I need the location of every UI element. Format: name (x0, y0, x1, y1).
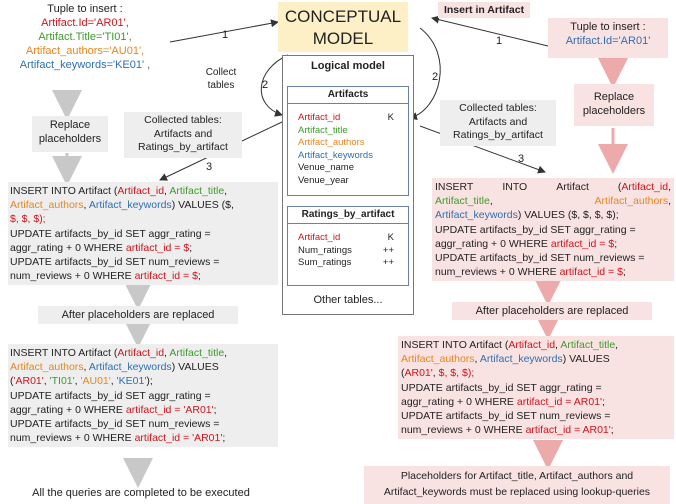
step-2-right: 2 (432, 71, 439, 83)
right-collected-line2: Artifacts and (468, 115, 528, 128)
right-sql-replaced-block: INSERT INTO Artifact (Artifact_id, Artif… (398, 336, 674, 440)
artifacts-table-row: Artifact_keywords (288, 150, 408, 163)
ratings-table-key: K (387, 232, 394, 243)
ratings-table-row: Artifact_id K (288, 232, 408, 245)
artifacts-table-field: Artifact_authors (298, 137, 365, 149)
left-tuple-keywords: Artifact_keywords='KE01' , (19, 59, 151, 71)
artifacts-table-field: Venue_name (298, 162, 354, 174)
step-1-right: 1 (496, 35, 503, 47)
left-collect-label: Collect tables (198, 66, 244, 92)
artifacts-table-key: K (387, 112, 394, 123)
artifacts-table-name: Artifacts (288, 87, 408, 104)
right-tuple-box: Tuple to insert : Artifact.Id='AR01' (548, 18, 668, 58)
ratings-table-key: ++ (382, 257, 394, 269)
left-collected-line1: Collected tables: (144, 114, 222, 126)
artifacts-table-row: Venue_year (288, 175, 408, 188)
right-after-box: After placeholders are replaced (452, 302, 652, 320)
left-replace-box: Replace placeholders (32, 116, 108, 152)
left-sql-placeholder-block: INSERT INTO Artifact (Artifact_id, Artif… (8, 182, 278, 286)
right-collected-line1: Collected tables: (459, 102, 537, 114)
arrow-step2-left (260, 54, 289, 117)
artifacts-table-field: Artifact_id (298, 112, 341, 123)
logical-model-title: Logical model (311, 60, 385, 72)
arrow-step2-right (409, 27, 441, 121)
step-2-left: 2 (262, 79, 269, 91)
left-replace-line2: placeholders (38, 133, 102, 145)
left-final-text: All the queries are completed to be exec… (32, 487, 250, 499)
conceptual-model-box: CONCEPTUAL MODEL (278, 2, 408, 52)
right-final-line2: Artifact_keywords must be replaced using… (383, 486, 651, 498)
artifacts-table-field: Artifact_keywords (298, 149, 373, 161)
artifacts-table-field: Venue_year (298, 174, 349, 186)
left-collect-line2: tables (207, 80, 235, 91)
right-final-line1: Placeholders for Artifact_title, Artifac… (400, 470, 634, 482)
artifacts-table-field: Artifact_title (298, 124, 348, 136)
step-1-left: 1 (222, 29, 229, 41)
left-after-box: After placeholders are replaced (38, 306, 238, 324)
left-tuple: Tuple to insert : Artifact.Id='AR01', Ar… (10, 2, 160, 72)
ratings-table-field: Artifact_id (298, 232, 341, 243)
ratings-table-row: Sum_ratings ++ (288, 257, 408, 270)
other-tables: Other tables... (313, 294, 383, 306)
right-replace-line2: placeholders (582, 105, 646, 117)
conceptual-model-label: CONCEPTUAL MODEL (284, 7, 402, 48)
left-tuple-id: Artifact.Id='AR01', (41, 17, 129, 29)
artifacts-table-row: Artifact_title (288, 125, 408, 138)
right-replace-box: Replace placeholders (574, 84, 654, 126)
right-collected-box: Collected tables: Artifacts and Ratings_… (440, 100, 556, 146)
left-replace-line1: Replace (49, 119, 91, 131)
right-tuple-id: Artifact.Id='AR01' (565, 35, 651, 47)
right-final-box: Placeholders for Artifact_title, Artifac… (364, 466, 670, 504)
left-collect-line1: Collect (205, 67, 237, 78)
ratings-table-key: ++ (382, 244, 394, 256)
insert-label: Insert in Artifact (438, 2, 530, 18)
right-collected-line3: Ratings_by_artifact (453, 129, 543, 141)
artifacts-table-row: Venue_name (288, 162, 408, 175)
left-tuple-authors: Artifact_authors='AU01', (25, 45, 145, 57)
ratings-table-field: Num_ratings (298, 244, 352, 256)
artifacts-table-row: Artifact_authors (288, 137, 408, 150)
left-collected-box: Collected tables: Artifacts and Ratings_… (124, 112, 242, 158)
arrow-step1-right (431, 15, 549, 47)
left-collected-line3: Ratings_by_artifact (138, 141, 228, 153)
right-tuple-title: Tuple to insert : (570, 21, 646, 33)
ratings-table: Ratings_by_artifact Artifact_id K Num_rati… (287, 206, 409, 286)
step-3-right: 3 (518, 153, 525, 165)
ratings-table-name: Ratings_by_artifact (288, 207, 408, 224)
right-replace-line1: Replace (593, 91, 635, 103)
step-3-left: 3 (206, 161, 213, 173)
artifacts-table-row: Artifact_id K (288, 112, 408, 125)
left-collected-line2: Artifacts and (153, 127, 213, 140)
left-tuple-title-value: Artifact.Title='TI01', (38, 31, 132, 43)
left-sql-replaced-block: INSERT INTO Artifact (Artifact_id, Artif… (8, 344, 278, 448)
arrow-step1-left (169, 19, 279, 43)
ratings-table-field: Sum_ratings (298, 257, 352, 269)
left-tuple-title: Tuple to insert : (47, 3, 123, 15)
ratings-table-row: Num_ratings ++ (288, 245, 408, 258)
